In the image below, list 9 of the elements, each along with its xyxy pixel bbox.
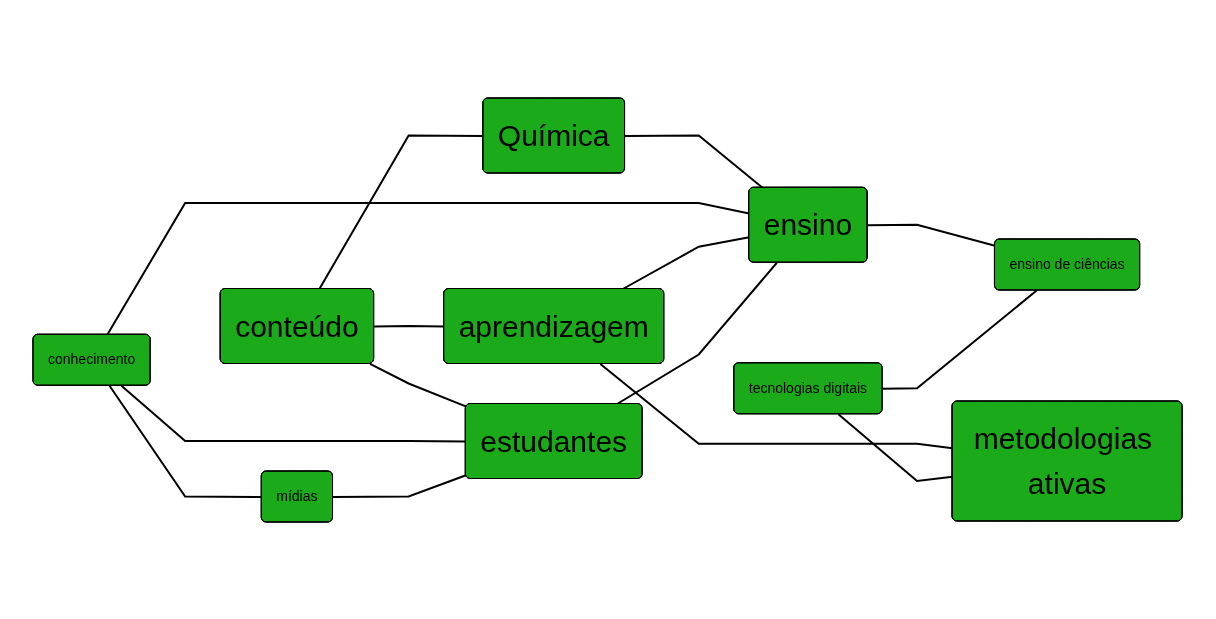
connector: [837, 412, 954, 482]
connector: [332, 473, 468, 498]
connector: [882, 289, 1039, 390]
connector: [369, 362, 468, 408]
connector: [318, 134, 485, 290]
connector: [373, 324, 446, 327]
connector: [616, 261, 779, 405]
connector: [622, 235, 751, 290]
connector: [599, 362, 954, 449]
